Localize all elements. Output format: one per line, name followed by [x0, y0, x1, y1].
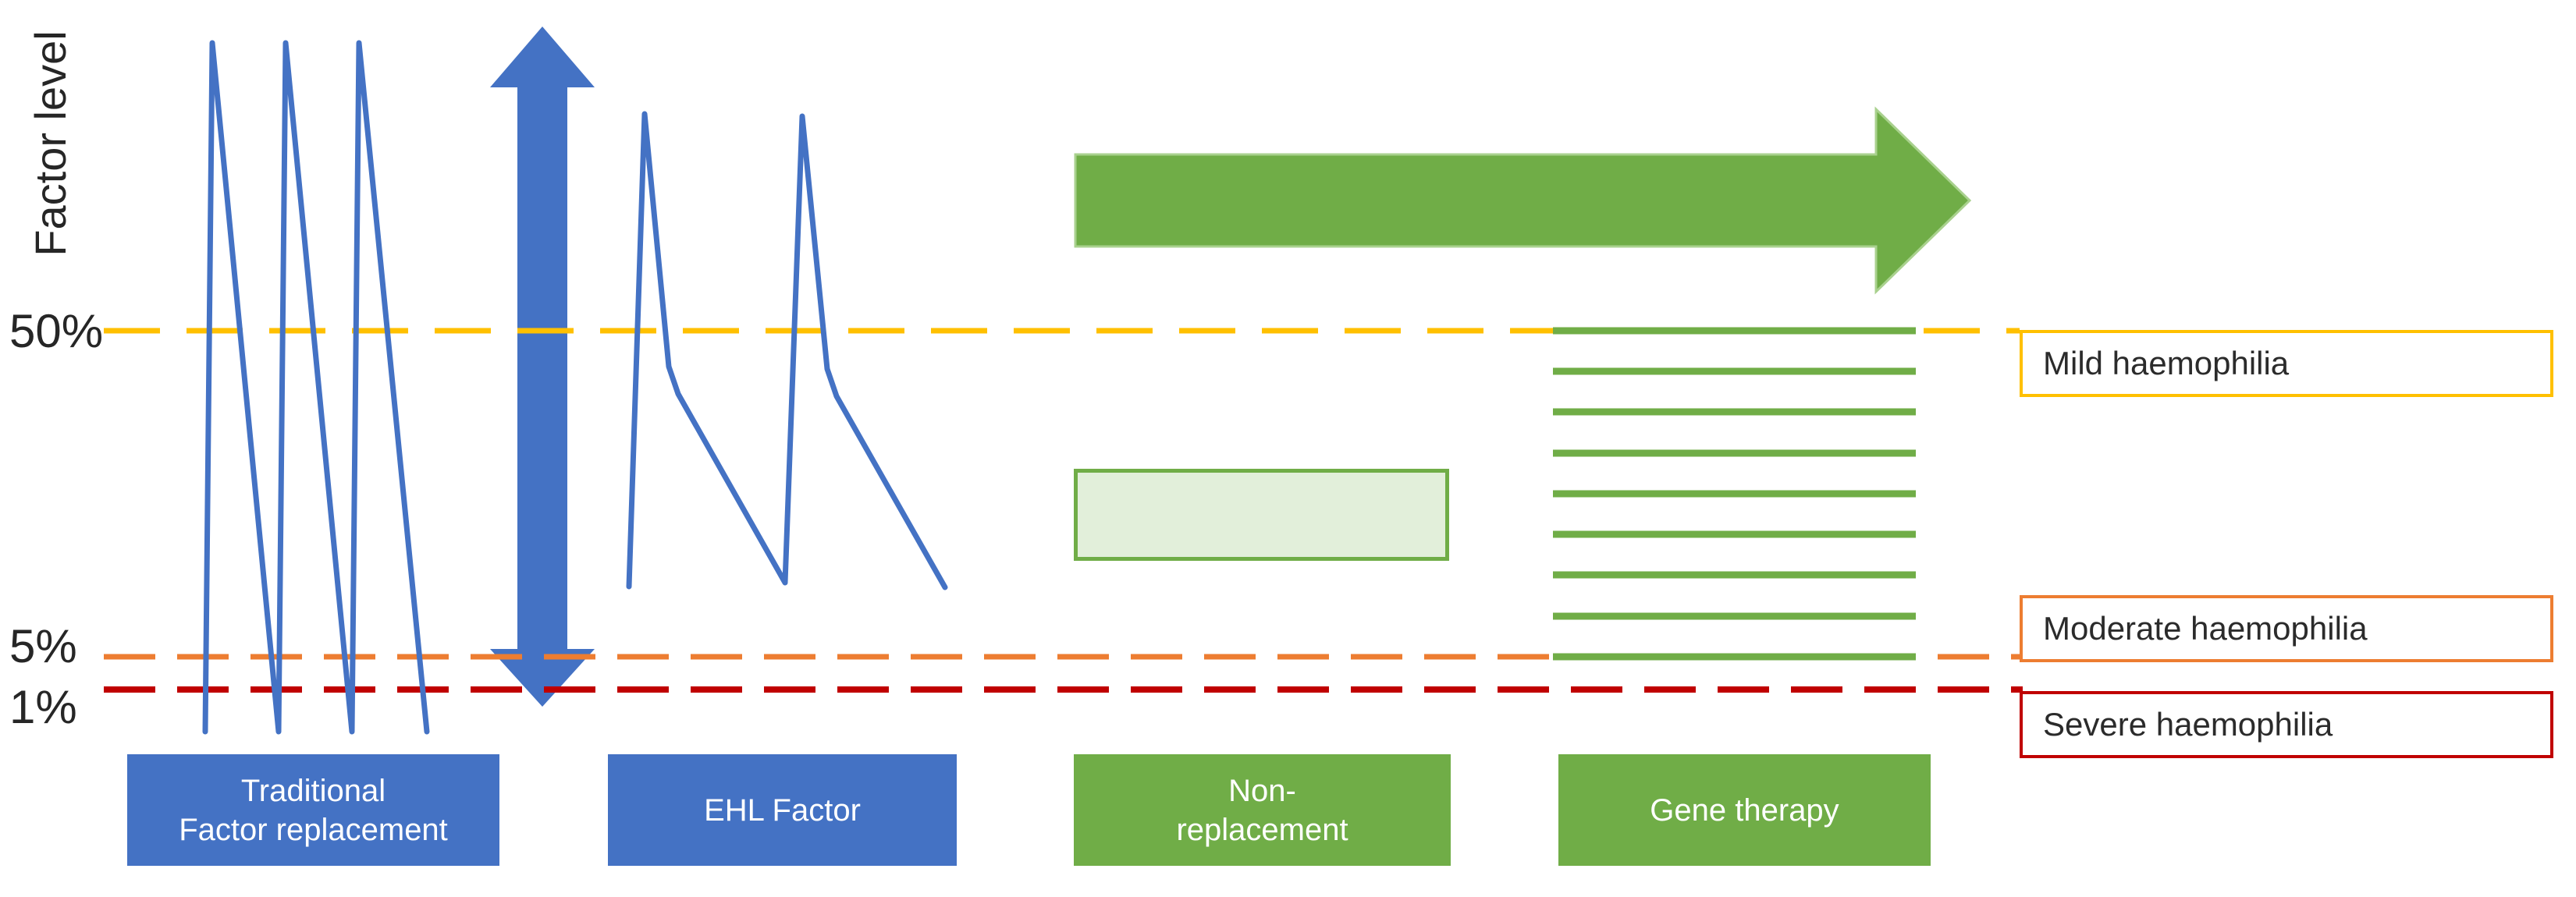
therapy-label-traditional: Traditional Factor replacement [127, 754, 499, 866]
tick-1-label: 1% [9, 681, 77, 733]
therapy-label-traditional-line2: Factor replacement [179, 812, 448, 847]
therapy-label-gene-line1: Gene therapy [1650, 792, 1839, 828]
therapy-label-ehl-line1: EHL Factor [704, 792, 861, 828]
therapy-label-ehl-factor: EHL Factor [608, 754, 957, 866]
severity-box-severe: Severe haemophilia [2020, 691, 2553, 758]
therapy-label-gene-therapy: Gene therapy [1558, 754, 1931, 866]
gene-therapy-level-lines [1553, 327, 1916, 661]
therapy-label-nonreplacement-line1: Non- [1228, 773, 1296, 808]
factor-range-double-arrow [490, 27, 595, 707]
y-axis-title: Factor level [26, 30, 75, 257]
tick-5-label: 5% [9, 620, 77, 672]
ehl-factor-curve [626, 111, 948, 590]
severity-label-moderate: Moderate haemophilia [2043, 610, 2368, 647]
traditional-factor-curve [202, 40, 430, 735]
severity-box-mild: Mild haemophilia [2020, 330, 2553, 397]
therapy-label-traditional-line1: Traditional [240, 773, 386, 808]
non-replacement-range-box [1074, 469, 1449, 561]
severity-box-moderate: Moderate haemophilia [2020, 595, 2553, 662]
severity-label-severe: Severe haemophilia [2043, 706, 2333, 743]
tick-50-label: 50% [9, 305, 104, 357]
therapy-progress-arrow [1074, 106, 1972, 295]
therapy-label-nonreplacement-line2: replacement [1176, 812, 1348, 847]
severity-label-mild: Mild haemophilia [2043, 345, 2290, 381]
therapy-label-non-replacement: Non- replacement [1074, 754, 1451, 866]
